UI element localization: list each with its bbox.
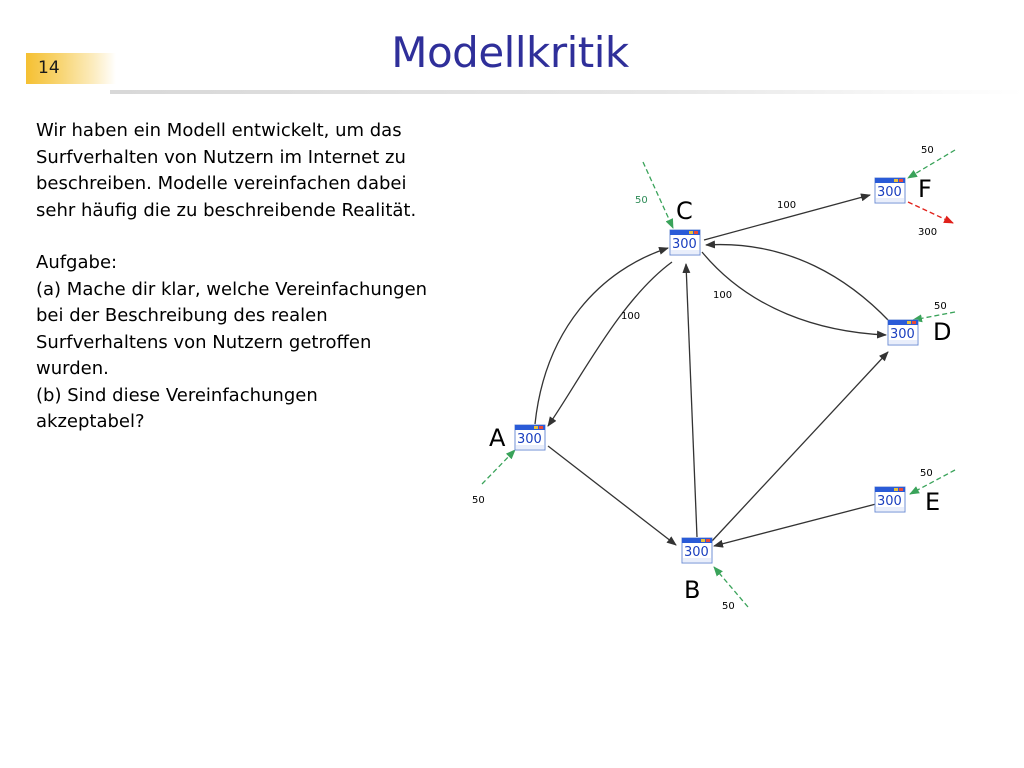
node-c-label: C [676, 197, 693, 225]
edge-b-to-d [711, 351, 889, 542]
external-flows [481, 149, 956, 608]
task-a: (a) Mache dir klar, welche Vereinfachung… [36, 278, 428, 380]
node-b-value: 300 [684, 545, 709, 560]
node-c-value: 300 [672, 237, 697, 252]
node-a-value: 300 [517, 432, 542, 447]
node-b: 300 B [681, 537, 713, 604]
edge-label-in-e: 50 [920, 468, 933, 479]
inflow-a [481, 449, 516, 485]
edge-c-to-d [701, 251, 887, 339]
edge-a-to-b [547, 445, 677, 546]
node-e-label: E [925, 488, 940, 516]
edge-label-in-a: 50 [472, 495, 485, 506]
inflow-c [642, 161, 674, 229]
edge-b-to-c [682, 263, 698, 538]
body-text: Wir haben ein Modell entwickelt, um das … [36, 118, 431, 436]
node-d: 300 D [887, 318, 951, 346]
node-a-label: A [489, 424, 506, 452]
node-f-value: 300 [877, 185, 902, 200]
edge-label-cd: 100 [713, 290, 732, 301]
node-b-label: B [684, 576, 700, 604]
node-f-label: F [918, 175, 932, 203]
task-b: (b) Sind diese Vereinfachungen akzeptabe… [36, 384, 318, 433]
edge-label-out-f: 300 [918, 227, 937, 238]
edge-label-in-d: 50 [934, 301, 947, 312]
edge-label-in-b: 50 [722, 601, 735, 612]
node-c: 300 C [669, 197, 701, 256]
edge-label-ac: 100 [621, 311, 640, 322]
task-heading: Aufgabe: [36, 252, 118, 273]
inflow-d [912, 311, 956, 323]
outflow-f [907, 201, 954, 224]
node-e: 300 E [874, 486, 940, 516]
slide-title: Modellkritik [391, 28, 629, 77]
title-divider [110, 90, 1024, 94]
edge-e-to-b [713, 503, 877, 548]
inflow-b [713, 566, 749, 608]
edge-label-in-c: 50 [635, 195, 648, 206]
node-d-label: D [933, 318, 951, 346]
intro-paragraph: Wir haben ein Modell entwickelt, um das … [36, 120, 417, 221]
edges [534, 193, 891, 548]
edge-label-in-f: 50 [921, 145, 934, 156]
inflow-e [909, 469, 956, 495]
node-d-value: 300 [890, 327, 915, 342]
node-e-value: 300 [877, 494, 902, 509]
edge-c-to-a [547, 261, 673, 427]
node-f: 300 F [874, 175, 932, 204]
slide-number: 14 [26, 53, 116, 84]
edge-label-cf: 100 [777, 200, 796, 211]
edge-a-to-c [534, 246, 669, 425]
edge-d-to-c [705, 240, 891, 323]
inflow-f [907, 149, 956, 179]
node-a: 300 A [489, 424, 546, 452]
edge-c-to-f [703, 193, 871, 241]
